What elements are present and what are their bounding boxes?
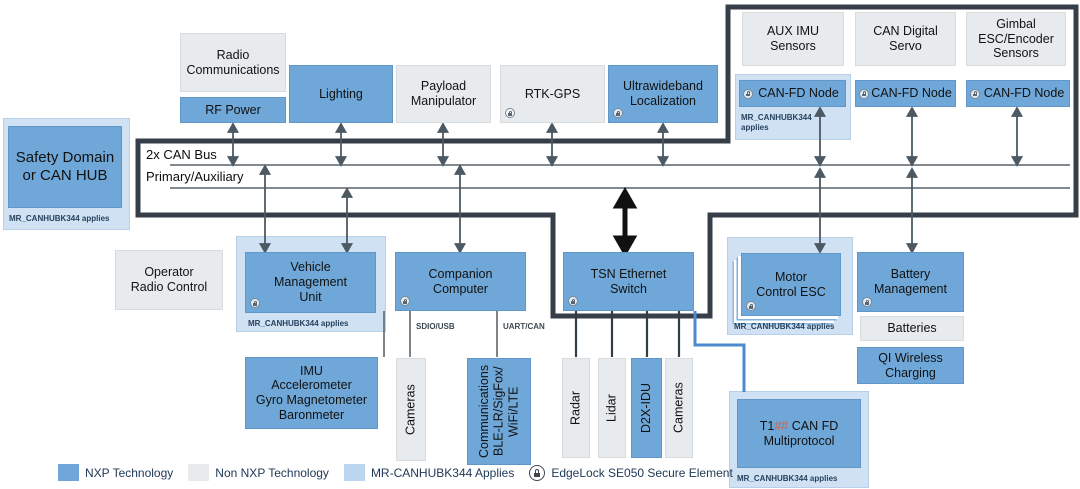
- non-nxp-swatch: [188, 464, 210, 481]
- secure-element-icon: [250, 298, 260, 308]
- vmu-note: MR_CANHUBK344 applies: [248, 319, 349, 328]
- port-label-sdio-usb: SDIO/USB: [416, 322, 455, 331]
- secure-element-icon: [568, 296, 578, 306]
- t1-hash-placeholder: ##: [774, 418, 789, 433]
- box-motor-control-esc: Motor Control ESC: [741, 253, 841, 316]
- box-t1-can-fd-multiprotocol: T1## CAN FD Multiprotocol: [737, 399, 861, 468]
- secure-element-icon: [505, 108, 515, 118]
- box-ultrawideband: Ultrawideband Localization: [608, 65, 718, 123]
- box-companion-computer: Companion Computer: [395, 252, 526, 311]
- box-cameras-left: Cameras: [396, 358, 426, 461]
- secure-element-icon: [743, 88, 753, 99]
- box-payload-manipulator: Payload Manipulator: [396, 65, 491, 123]
- box-operator-radio-control: Operator Radio Control: [115, 250, 223, 310]
- legend: NXP Technology Non NXP Technology MR-CAN…: [58, 464, 733, 481]
- box-canfd-node-1: CAN-FD Node: [739, 80, 846, 107]
- box-vehicle-management-unit: Vehicle Management Unit: [245, 252, 376, 313]
- safety-domain-note: MR_CANHUBK344 applies: [9, 214, 110, 223]
- box-safety-domain: Safety Domain or CAN HUB: [8, 126, 122, 208]
- box-gimbal-esc: Gimbal ESC/Encoder Sensors: [966, 12, 1066, 66]
- box-communications: Communications BLE-LR/SigFox/ WiFi/LTE: [467, 358, 531, 465]
- box-canfd-node-3: CAN-FD Node: [966, 80, 1070, 107]
- port-label-uart-can: UART/CAN: [503, 322, 545, 331]
- secure-element-icon: [613, 108, 623, 118]
- secure-element-icon: [746, 301, 756, 311]
- secure-element-icon: [970, 88, 980, 99]
- box-qi-wireless-charging: QI Wireless Charging: [857, 347, 964, 384]
- ethernet-links: [574, 311, 681, 357]
- box-batteries: Batteries: [860, 316, 964, 341]
- box-lighting: Lighting: [289, 65, 393, 123]
- legend-mr-canhubk344: MR-CANHUBK344 Applies: [343, 464, 514, 481]
- box-d2x-idu: D2X-IDU: [631, 358, 662, 458]
- canfd-node1-note: MR_CANHUBK344 applies: [741, 113, 812, 132]
- box-radar: Radar: [562, 358, 590, 458]
- can-arrows: [226, 106, 1024, 254]
- box-can-digital-servo: CAN Digital Servo: [855, 12, 956, 66]
- secure-element-icon: [862, 297, 872, 307]
- mr-canhubk344-swatch: [343, 464, 365, 481]
- box-aux-imu-sensors: AUX IMU Sensors: [742, 12, 844, 66]
- secure-element-icon: [400, 296, 410, 306]
- box-tsn-ethernet-switch: TSN Ethernet Switch: [563, 252, 694, 311]
- box-lidar: Lidar: [598, 358, 626, 458]
- bus-label-line1: 2x CAN Bus: [146, 147, 217, 162]
- box-imu-sensors: IMU Accelerometer Gyro Magnetometer Baro…: [245, 357, 378, 429]
- box-cameras-right: Cameras: [665, 358, 693, 458]
- motor-esc-note: MR_CANHUBK344 applies: [734, 322, 835, 331]
- peripheral-links: [383, 311, 498, 357]
- legend-non-nxp: Non NXP Technology: [188, 464, 329, 481]
- nxp-swatch: [58, 464, 79, 481]
- bus-label-line2: Primary/Auxiliary: [146, 169, 244, 184]
- edgelock-icon: [529, 464, 546, 481]
- secure-element-icon: [859, 88, 869, 99]
- box-battery-management: Battery Management: [857, 252, 964, 312]
- box-rf-power: RF Power: [180, 97, 286, 123]
- legend-nxp: NXP Technology: [58, 464, 173, 481]
- box-rtk-gps: RTK-GPS: [500, 65, 605, 123]
- tsn-bus-arrow: [612, 186, 638, 258]
- box-canfd-node-2: CAN-FD Node: [855, 80, 956, 107]
- legend-edgelock: EdgeLock SE050 Secure Element: [529, 464, 733, 481]
- box-radio-communications: Radio Communications: [180, 33, 286, 92]
- t1-note: MR_CANHUBK344 applies: [737, 474, 838, 483]
